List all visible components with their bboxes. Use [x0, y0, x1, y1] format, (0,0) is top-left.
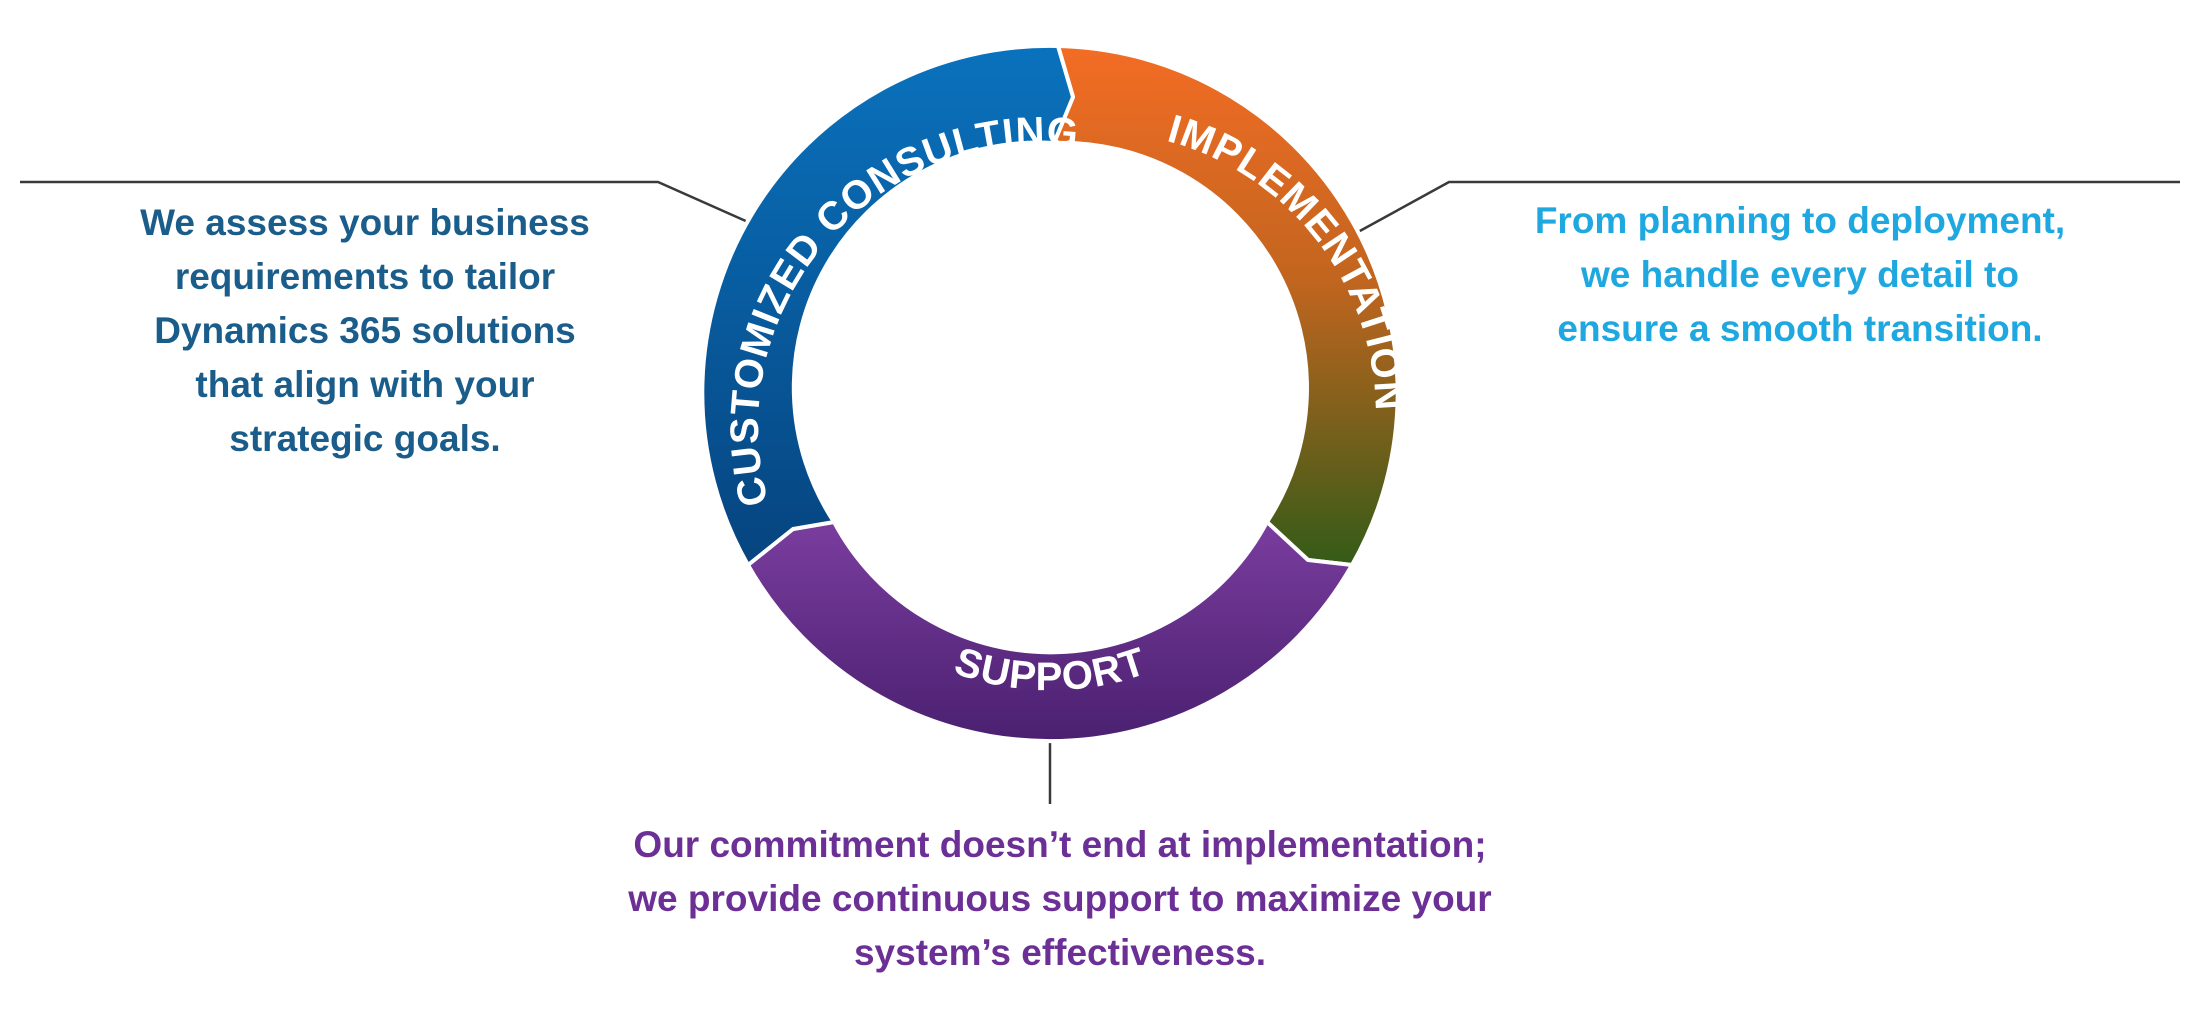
- description-line: ensure a smooth transition.: [1557, 308, 2043, 349]
- description-support: Our commitment doesn’t end at implementa…: [520, 818, 1600, 980]
- description-implementation: From planning to deployment, we handle e…: [1450, 194, 2150, 356]
- description-line: we handle every detail to: [1581, 254, 2019, 295]
- segment-consulting: [700, 43, 1075, 567]
- description-line: From planning to deployment,: [1534, 200, 2066, 241]
- description-line: that align with your: [195, 364, 535, 405]
- description-line: system’s effectiveness.: [853, 932, 1267, 973]
- segment-label-support: SUPPORT: [950, 639, 1152, 699]
- description-line: we provide continuous support to maximiz…: [628, 878, 1492, 919]
- connector-line-implementation: [1357, 180, 2180, 234]
- description-line: Dynamics 365 solutions: [154, 310, 576, 351]
- description-line: We assess your business: [140, 202, 590, 243]
- connector-line-consulting: [20, 180, 749, 224]
- description-consulting: We assess your business requirements to …: [40, 196, 690, 466]
- description-line: requirements to tailor: [174, 256, 556, 297]
- description-line: Our commitment doesn’t end at implementa…: [633, 824, 1487, 865]
- segment-support: [746, 520, 1354, 744]
- description-line: strategic goals.: [229, 418, 501, 459]
